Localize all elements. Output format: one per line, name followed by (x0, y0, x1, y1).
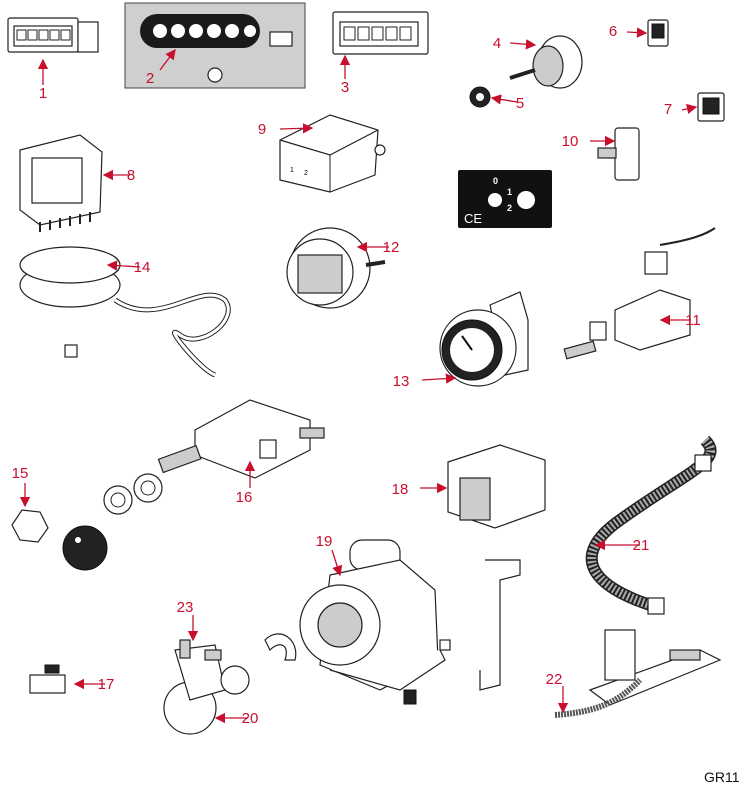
callout-2: 2 (146, 70, 154, 87)
callout-8: 8 (127, 167, 135, 184)
dial-label-2: 2 (507, 203, 512, 213)
callout-arrow (106, 260, 141, 271)
callout-arrow (421, 373, 457, 384)
callout-17: 17 (98, 676, 115, 693)
part-6-switch (647, 19, 669, 47)
callout-11: 11 (685, 312, 701, 329)
part-22-bracket-hose (554, 629, 722, 718)
callout-13: 13 (393, 373, 410, 390)
part-12-pressure-gauge (286, 227, 386, 309)
part-3-keypad (332, 11, 429, 55)
callout-22: 22 (546, 671, 563, 688)
callout-1: 1 (39, 85, 47, 102)
part-13-boiler-gauge (439, 291, 529, 387)
part-4-rotary-switch (509, 35, 583, 89)
callout-arrow (681, 103, 698, 114)
part-7-indicator-lamp (697, 92, 725, 122)
part-10-thermostat (597, 127, 640, 181)
callout-9: 9 (258, 121, 266, 138)
part-21-braided-hose (585, 435, 717, 615)
callout-23: 23 (177, 599, 194, 616)
callout-19: 19 (316, 533, 333, 550)
callout-20: 20 (242, 710, 259, 727)
callout-arrow (626, 27, 648, 38)
ce-mark: CE (464, 211, 482, 226)
callout-15: 15 (12, 465, 29, 482)
callout-7: 7 (664, 101, 672, 118)
terminal-label: 2 (304, 170, 308, 177)
callout-6: 6 (609, 23, 617, 40)
part-5-knob (469, 86, 491, 108)
part-11-solenoid-valve (563, 227, 716, 360)
callout-arrow (279, 123, 314, 134)
part-9-timer-relay: 1 2 (279, 114, 386, 193)
part-14-drip-tray (19, 246, 231, 378)
terminal-label: 1 (290, 167, 294, 174)
callout-arrow (331, 549, 343, 577)
part-18-pressurestat (447, 444, 546, 691)
callout-21: 21 (633, 537, 650, 554)
dial-label-1: 1 (507, 187, 512, 197)
part-20-rotary-pump (163, 633, 297, 735)
part-8-relay (19, 134, 103, 232)
part-16-valve-body (103, 399, 325, 515)
callout-5: 5 (516, 95, 524, 112)
part-1-keypad (7, 17, 99, 53)
callout-arrow (159, 48, 176, 71)
callout-arrow (509, 39, 537, 50)
callout-16: 16 (236, 489, 253, 506)
figure-code: GR11 (704, 769, 740, 785)
callout-3: 3 (341, 79, 349, 96)
part-19-pump-motor (299, 539, 451, 705)
callout-arrow (490, 94, 518, 105)
callout-10: 10 (562, 133, 579, 150)
callout-14: 14 (134, 259, 151, 276)
part-15-star-knob (11, 509, 108, 571)
part-17-ball-valve (29, 664, 66, 694)
callout-18: 18 (392, 481, 409, 498)
dial-label-0: 0 (493, 176, 498, 186)
part-2-touch-panel (124, 2, 306, 89)
callout-12: 12 (383, 239, 400, 256)
dial-plate: 0 1 2 CE (458, 170, 552, 228)
callout-4: 4 (493, 35, 501, 52)
